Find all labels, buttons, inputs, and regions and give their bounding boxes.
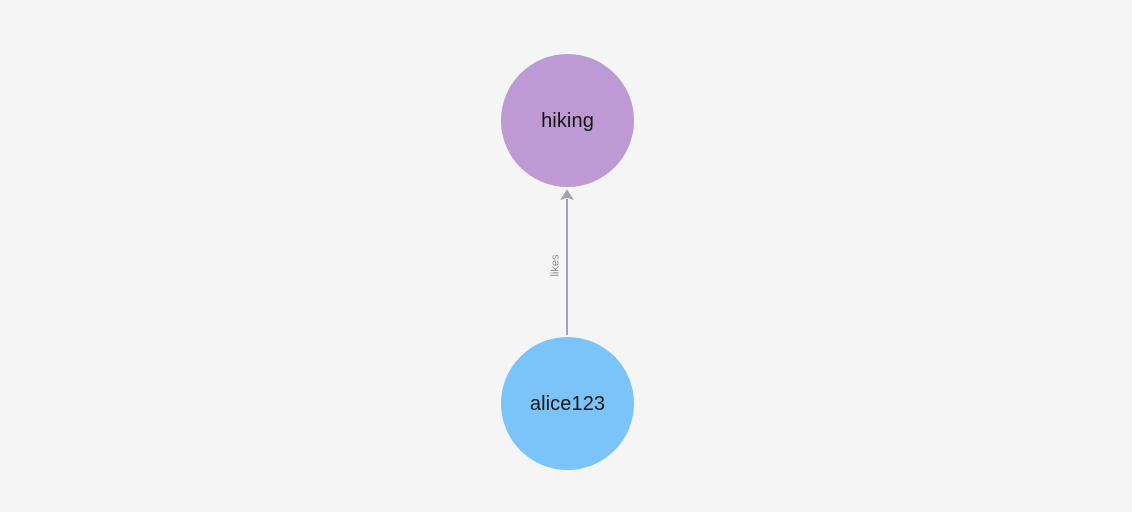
edge-label-likes: likes [549, 254, 562, 277]
graph-node-alice123[interactable]: alice123 [501, 337, 634, 470]
graph-node-hiking[interactable]: hiking [501, 54, 634, 187]
node-label-alice123: alice123 [529, 392, 606, 415]
node-label-hiking: hiking [541, 109, 594, 132]
